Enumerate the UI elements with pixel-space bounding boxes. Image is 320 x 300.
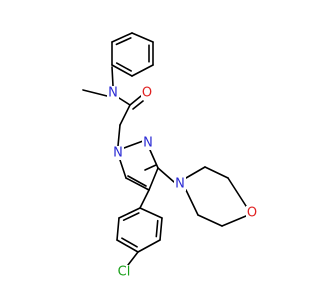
morpholine-bond-2 (204, 166, 229, 179)
n-carbonyl-bond (118, 97, 131, 106)
chlorophenyl-bond-5 (116, 217, 120, 241)
carbonyl-bond (129, 95, 142, 106)
morpholine-o-label-bg (246, 206, 258, 220)
phenyl-bond-6 (111, 32, 133, 43)
pyrazole-n1-label: N (113, 146, 123, 161)
pyrazole-c3-n2-inner (144, 164, 157, 171)
morpholine-n-label-bg (174, 177, 186, 191)
carbonyl-bond-inner (132, 100, 144, 110)
chlorophenyl-bond-6 (118, 207, 141, 219)
pyrazole-aryl-bond (139, 189, 150, 209)
chlorophenyl-bond-4-inner (121, 237, 138, 248)
chlorophenyl-bond-2-inner (155, 219, 159, 238)
pyrazole-n2-label-bg (142, 136, 154, 150)
pyrazole-c4-c5-inner (127, 175, 147, 187)
pyrazole-c4-c5-bond (125, 177, 150, 191)
pyrazole-c5-n1-bond (119, 159, 127, 179)
morpholine-bond-6 (221, 215, 247, 227)
pyrazole-n2-label: N (143, 136, 153, 151)
chlorophenyl-bond-4 (116, 239, 139, 253)
pyrazole-morpholine-bond (157, 167, 175, 183)
phenyl-bond-4-inner (115, 62, 132, 72)
molecule-structure: N O N N N O Cl (82, 32, 258, 280)
methylene-bond-1 (119, 104, 131, 126)
morpholine-bond-3 (227, 177, 247, 207)
phenyl-bond-1 (131, 32, 154, 43)
pyrazole-n1-n2-bond (123, 140, 144, 149)
chlorophenyl-bond-3 (137, 239, 161, 253)
pyrazole-c3-c4-bond (148, 167, 159, 191)
atom-label-set: N O N N N O Cl (107, 86, 258, 280)
morpholine-oxygen-label: O (247, 206, 257, 221)
phenyl-bond-6-inner (115, 37, 132, 46)
morpholine-bond-1 (185, 166, 206, 179)
n-methyl-bond (82, 89, 108, 97)
morpholine-bond-4 (185, 189, 199, 216)
aryl-chlorine-bond (127, 251, 139, 266)
phenyl-bond-3 (131, 64, 154, 77)
chlorophenyl-bond-2 (159, 217, 163, 241)
phenyl-bond-4 (111, 64, 133, 77)
amide-n-label-bg (107, 86, 119, 100)
chlorophenyl-bond-6-inner (122, 212, 140, 222)
n-phenyl-bond (111, 66, 114, 87)
bond-set (82, 32, 247, 266)
chlorophenyl-bond-1 (139, 207, 163, 219)
amide-nitrogen-label: N (108, 86, 118, 101)
methylene-bond-2 (117, 124, 121, 147)
morpholine-bond-5 (197, 214, 223, 227)
chlorine-label-bg (115, 265, 133, 280)
carbonyl-oxygen-label: O (142, 86, 152, 101)
carbonyl-o-label-bg (141, 86, 153, 100)
chlorine-label: Cl (118, 265, 131, 280)
morpholine-nitrogen-label: N (175, 177, 185, 192)
pyrazole-n1-label-bg (112, 146, 124, 160)
